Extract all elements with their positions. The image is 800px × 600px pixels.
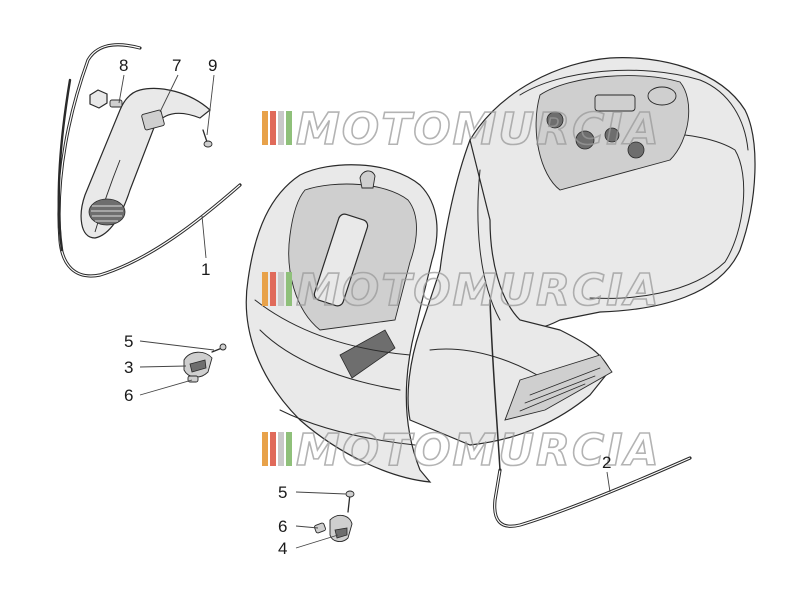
part-label-5-upper: 5: [124, 332, 133, 351]
part-label-4: 4: [278, 539, 287, 558]
watermark-stripe: [286, 272, 292, 306]
part-label-8: 8: [119, 56, 128, 75]
nut-part-8: [89, 89, 123, 109]
horn-cover-part-7: [80, 87, 211, 239]
watermark-stripe: [262, 432, 268, 466]
leader-4: [295, 534, 339, 549]
screw-part-9: [202, 129, 213, 148]
watermark-stripe: [262, 111, 268, 145]
part-label-1: 1: [201, 260, 210, 279]
leader-7: [159, 74, 179, 113]
watermark-bottom: MOTOMURCIA: [262, 424, 661, 477]
watermark-stripe: [262, 272, 268, 306]
part-label-5-lower: 5: [278, 483, 287, 502]
beading-strip-part-2: [489, 299, 692, 528]
watermark-stripe: [286, 432, 292, 466]
leader-9: [206, 74, 215, 136]
part-label-9: 9: [208, 56, 217, 75]
watermark-stripe: [270, 272, 276, 306]
watermark-stripe: [270, 432, 276, 466]
leader-2: [606, 471, 611, 493]
part-label-3: 3: [124, 358, 133, 377]
watermark-stripe: [278, 272, 284, 306]
leader-5a: [139, 340, 215, 351]
leader-5b: [295, 491, 347, 495]
leader-1: [201, 215, 207, 259]
watermark-stripe: [278, 432, 284, 466]
watermark-middle: MOTOMURCIA: [262, 264, 661, 317]
watermark-stripe: [270, 111, 276, 145]
part-label-6-upper: 6: [124, 386, 133, 405]
watermark-text: MOTOMURCIA: [296, 425, 661, 476]
leader-8: [118, 74, 125, 104]
part-label-2: 2: [602, 453, 611, 472]
leader-6a: [139, 379, 193, 396]
leader-6b: [295, 525, 319, 529]
leader-lines: [118, 74, 611, 549]
watermark-stripe: [286, 111, 292, 145]
seal-strip-part-1: [57, 43, 242, 278]
leader-3: [139, 365, 187, 368]
watermark-stripe: [278, 111, 284, 145]
part-label-7: 7: [172, 56, 181, 75]
front-shield-assembly: [245, 57, 756, 483]
watermark-top: MOTOMURCIA: [262, 103, 661, 156]
part-label-6-lower: 6: [278, 517, 287, 536]
watermark-text: MOTOMURCIA: [296, 104, 661, 155]
badge-group-lower: [314, 490, 355, 542]
part-labels: 8 7 9 1 5 3 6 2 5 6 4: [119, 56, 611, 558]
badge-group-upper: [183, 343, 227, 383]
watermark-text: MOTOMURCIA: [296, 265, 661, 316]
